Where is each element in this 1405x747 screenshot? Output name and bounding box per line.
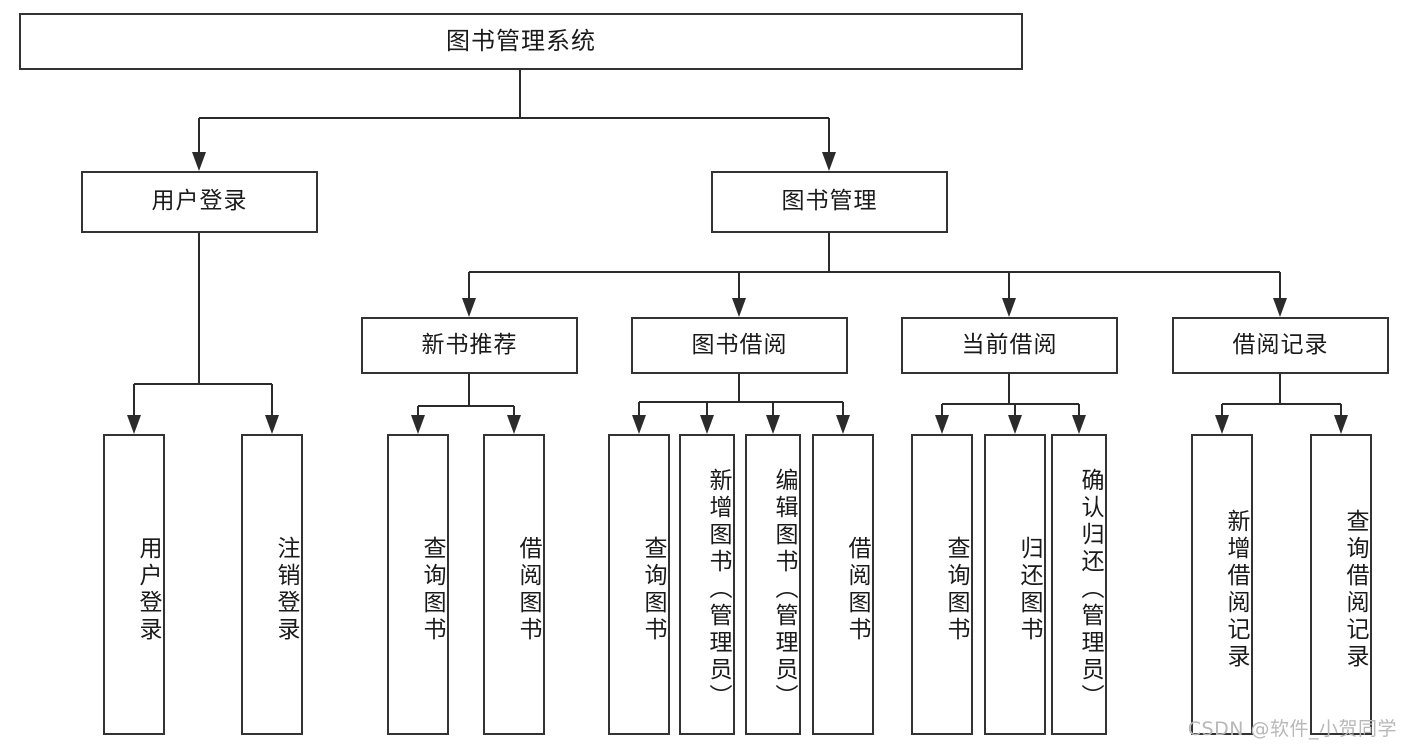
connector-group-stem <box>1007 374 1011 404</box>
node-user-login[interactable]: 用户登录 <box>81 171 318 233</box>
node-leaf-query-book-3[interactable]: 查询图书 <box>911 434 973 735</box>
node-label: 归还图书 <box>1016 535 1042 644</box>
arrowhead-icon <box>264 415 279 434</box>
node-leaf-user-login[interactable]: 用户登录 <box>103 434 165 735</box>
connector-root-bus <box>199 116 829 120</box>
node-leaf-logout[interactable]: 注销登录 <box>241 434 303 735</box>
connector-group-stem <box>737 374 741 402</box>
connector-vertical <box>512 406 516 417</box>
node-label: 图书借阅 <box>691 331 788 358</box>
connector-vertical <box>771 402 775 417</box>
node-label: 查询图书 <box>943 535 969 644</box>
connector-group-bus <box>942 402 1079 406</box>
node-leaf-add-record[interactable]: 新增借阅记录 <box>1191 434 1253 735</box>
node-label: 确认归还（管理员） <box>1077 468 1103 711</box>
node-leaf-edit-book[interactable]: 编辑图书（管理员） <box>745 434 801 735</box>
arrowhead-icon <box>126 415 141 434</box>
node-book-borrow[interactable]: 图书借阅 <box>631 317 848 374</box>
connector-group-bus <box>134 382 272 386</box>
connector-vertical <box>705 402 709 417</box>
connector-vertical <box>841 402 845 417</box>
connector-vertical <box>197 118 201 154</box>
arrowhead-icon <box>765 415 780 434</box>
arrowhead-icon <box>699 415 714 434</box>
connector-group-stem <box>197 233 201 384</box>
arrowhead-icon <box>934 415 949 434</box>
node-borrow-record[interactable]: 借阅记录 <box>1172 317 1389 374</box>
node-label: 借阅记录 <box>1232 331 1329 358</box>
node-label: 当前借阅 <box>961 331 1058 358</box>
arrowhead-icon <box>631 415 646 434</box>
arrowhead-icon <box>191 152 206 171</box>
node-current-borrow[interactable]: 当前借阅 <box>901 317 1118 374</box>
arrowhead-icon <box>410 415 425 434</box>
connector-group-bus <box>639 400 843 404</box>
node-leaf-return-book[interactable]: 归还图书 <box>984 434 1046 735</box>
connector-vertical <box>827 118 831 154</box>
node-new-book-recommend[interactable]: 新书推荐 <box>361 317 578 374</box>
node-leaf-query-book-1[interactable]: 查询图书 <box>387 434 449 735</box>
node-leaf-confirm-return[interactable]: 确认归还（管理员） <box>1051 434 1107 735</box>
connector-vertical <box>940 404 944 417</box>
connector-group-stem <box>1278 374 1282 404</box>
connector-group-bus <box>418 404 514 408</box>
arrowhead-icon <box>821 152 836 171</box>
connector-vertical <box>132 384 136 417</box>
node-leaf-query-book-2[interactable]: 查询图书 <box>608 434 670 735</box>
node-label: 借阅图书 <box>844 535 870 644</box>
connector-vertical <box>1077 404 1081 417</box>
arrowhead-icon <box>1272 298 1287 317</box>
csdn-watermark: CSDN @软件_小贺同学 <box>1187 718 1397 740</box>
node-label: 查询图书 <box>419 535 445 644</box>
node-book-manage[interactable]: 图书管理 <box>711 171 948 233</box>
node-label: 用户登录 <box>135 535 161 644</box>
arrowhead-icon <box>731 298 746 317</box>
connector-root-stem <box>518 70 522 118</box>
node-leaf-borrow-book-1[interactable]: 借阅图书 <box>483 434 545 735</box>
node-label: 查询借阅记录 <box>1342 508 1368 671</box>
connector-vertical <box>467 272 471 300</box>
arrowhead-icon <box>1007 415 1022 434</box>
node-leaf-borrow-book-2[interactable]: 借阅图书 <box>812 434 874 735</box>
node-label: 新增图书（管理员） <box>705 468 731 711</box>
node-label: 用户登录 <box>151 188 248 215</box>
connector-bookmanage-bus <box>469 270 1280 274</box>
node-label: 新书推荐 <box>421 331 518 358</box>
arrowhead-icon <box>1333 415 1348 434</box>
arrowhead-icon <box>461 298 476 317</box>
arrowhead-icon <box>1214 415 1229 434</box>
connector-vertical <box>270 384 274 417</box>
node-leaf-add-book[interactable]: 新增图书（管理员） <box>679 434 735 735</box>
arrowhead-icon <box>506 415 521 434</box>
node-label: 编辑图书（管理员） <box>771 468 797 711</box>
connector-vertical <box>1220 404 1224 417</box>
connector-vertical <box>1007 272 1011 300</box>
arrowhead-icon <box>1001 298 1016 317</box>
connector-vertical <box>737 272 741 300</box>
connector-vertical <box>637 402 641 417</box>
node-label: 注销登录 <box>273 535 299 644</box>
connector-group-bus <box>1222 402 1341 406</box>
arrowhead-icon <box>835 415 850 434</box>
connector-group-stem <box>467 374 471 406</box>
connector-vertical <box>416 406 420 417</box>
node-label: 查询图书 <box>640 535 666 644</box>
connector-vertical <box>1339 404 1343 417</box>
node-leaf-query-record[interactable]: 查询借阅记录 <box>1310 434 1372 735</box>
node-label: 图书管理系统 <box>446 27 596 56</box>
node-label: 新增借阅记录 <box>1223 508 1249 671</box>
node-label: 图书管理 <box>781 188 878 215</box>
node-label: 借阅图书 <box>515 535 541 644</box>
connector-vertical <box>1013 404 1017 417</box>
node-root-system[interactable]: 图书管理系统 <box>19 13 1023 70</box>
arrowhead-icon <box>1071 415 1086 434</box>
connector-bookmanage-stem <box>827 233 831 272</box>
connector-vertical <box>1278 272 1282 300</box>
